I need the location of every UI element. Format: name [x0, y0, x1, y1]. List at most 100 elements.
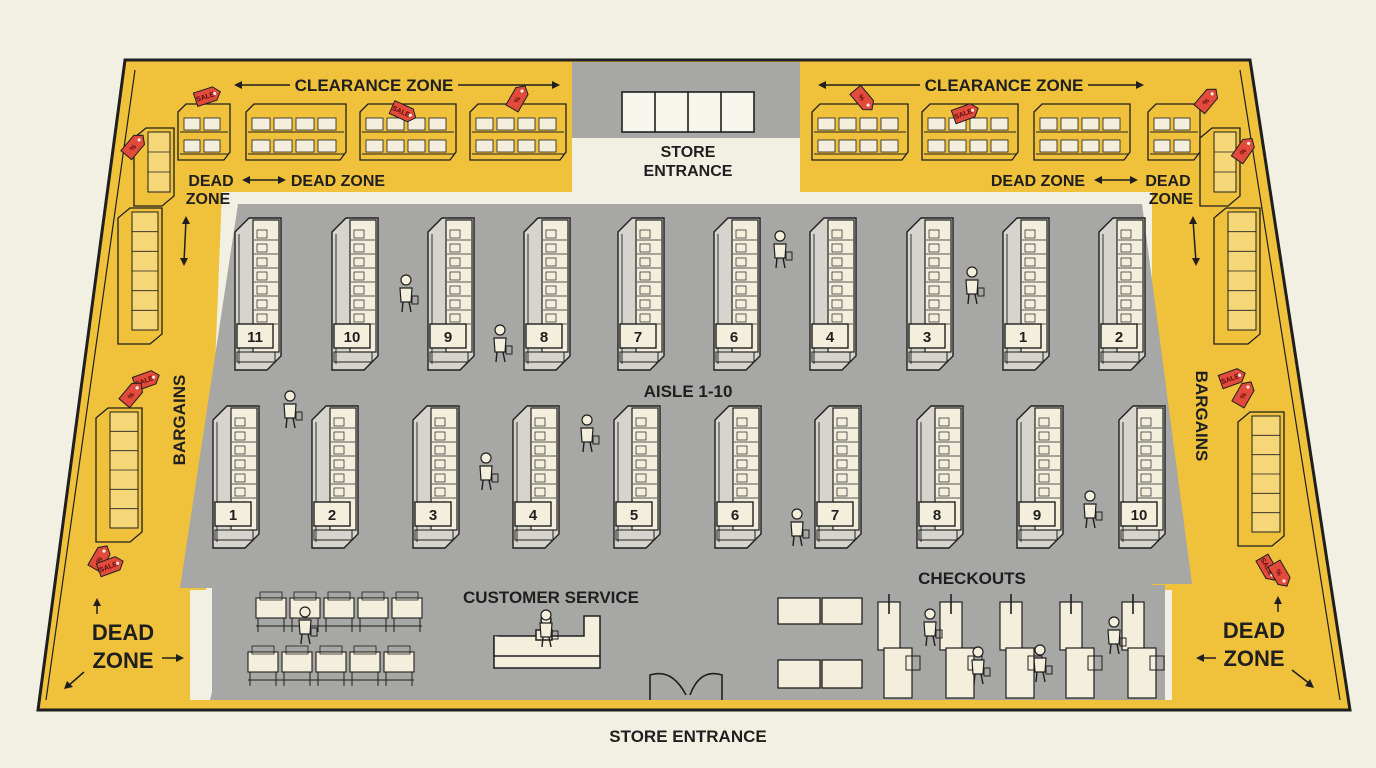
- aisle-number: 10: [1131, 507, 1148, 524]
- merchandise-bins: [247, 591, 423, 686]
- dead-zone-arrows-top: [183, 219, 1197, 263]
- sale-tag-5: SALE: [950, 103, 979, 125]
- svg-text:%: %: [1239, 391, 1249, 401]
- svg-text:%: %: [127, 391, 137, 401]
- shopper-14: [1033, 644, 1053, 683]
- shopper-6: [580, 414, 600, 453]
- bargains-right-label: BARGAINS: [1192, 371, 1211, 462]
- shopper-11: [539, 609, 559, 648]
- aisle-number: 1: [1019, 329, 1027, 346]
- aisle-number: 6: [730, 329, 738, 346]
- shopper-8: [1083, 490, 1103, 529]
- top-entrance-label-2: ENTRANCE: [644, 163, 733, 180]
- shopper-7: [479, 452, 499, 491]
- checkout-lane-3: [999, 594, 1043, 699]
- clearance-left-label: CLEARANCE ZONE: [295, 76, 454, 95]
- clearance-shelf-4: [469, 103, 567, 161]
- aisle-number: 6: [731, 507, 739, 524]
- sale-tag-8: %: [1230, 137, 1255, 165]
- sale-tag-13: %: [87, 545, 111, 573]
- checkout-lanes: [877, 594, 1165, 699]
- aisle-number: 11: [247, 329, 263, 346]
- aisle-number: 2: [328, 507, 336, 524]
- top-entrance-label: STORE: [661, 144, 716, 161]
- bottom-entrance-label: STORE ENTRANCE: [609, 727, 766, 746]
- dead-zone-bl-2: ZONE: [92, 648, 153, 673]
- aisle-number: 2: [1115, 329, 1123, 346]
- dead-zone-tr-2: ZONE: [1149, 191, 1194, 208]
- checkout-lane-4: [1059, 594, 1103, 699]
- clearance-shelf-5: [811, 103, 909, 161]
- dead-zone-tl-1: DEAD: [188, 173, 233, 190]
- aisle-top-4: 4: [809, 217, 857, 371]
- sale-tag-16: %: [1267, 559, 1291, 587]
- aisle-number: 3: [923, 329, 931, 346]
- aisle-range-label: AISLE 1-10: [644, 382, 733, 401]
- shopper-4: [965, 266, 985, 305]
- svg-text:%: %: [856, 93, 866, 103]
- shopper-1: [399, 274, 419, 313]
- aisle-number: 3: [429, 507, 437, 524]
- shopper-13: [971, 646, 991, 685]
- aisle-bottom-10: 10: [1118, 405, 1166, 549]
- aisle-number: 7: [634, 329, 642, 346]
- shopper-5: [283, 390, 303, 429]
- svg-text:%: %: [129, 143, 139, 153]
- aisle-number: 4: [826, 329, 835, 346]
- aisle-bottom-7: 7: [814, 405, 862, 549]
- aisle-top-6: 6: [713, 217, 761, 371]
- shopper-12: [298, 606, 318, 645]
- clearance-shelf-1: [177, 103, 231, 161]
- side-shelf-left-2: [117, 207, 163, 345]
- dead-zone-br-2: ZONE: [1223, 646, 1284, 671]
- clearance-left: CLEARANCE ZONE: [234, 76, 560, 95]
- dead-zone-tl-label: DEAD ZONE: [291, 173, 386, 190]
- dead-zone-bl-1: DEAD: [92, 620, 154, 645]
- customer-service-label: CUSTOMER SERVICE: [463, 588, 639, 607]
- top-entrance-doors: [621, 91, 755, 133]
- side-shelf-right-1: [1199, 127, 1241, 207]
- side-shelf-right-3: [1237, 411, 1285, 547]
- side-shelf-left-1: [133, 127, 175, 207]
- aisle-shelves: 11 10 9 8 7 6 4 3 1 2 1 2 3 4 5 6 7 8 9 10: [212, 217, 1166, 549]
- clearance-right: CLEARANCE ZONE: [818, 76, 1144, 95]
- clearance-shelves: [177, 103, 1201, 161]
- sale-tag-10: %: [118, 382, 144, 409]
- aisle-bottom-1: 1: [212, 405, 260, 549]
- aisle-top-11: 11: [234, 217, 282, 371]
- bin-row-2: [247, 645, 415, 686]
- aisle-number: 1: [229, 507, 237, 524]
- shopper-9: [790, 508, 810, 547]
- clearance-shelf-3: [359, 103, 457, 161]
- aisle-top-8: 8: [523, 217, 571, 371]
- shopper-3: [773, 230, 793, 269]
- aisle-number: 7: [831, 507, 839, 524]
- dead-zone-tr-label: DEAD ZONE: [991, 173, 1086, 190]
- side-shelf-right-2: [1213, 207, 1261, 345]
- aisle-bottom-9: 9: [1016, 405, 1064, 549]
- bargains-left-label: BARGAINS: [170, 375, 189, 466]
- dead-zone-tl-2: ZONE: [186, 191, 231, 208]
- aisle-number: 8: [933, 507, 941, 524]
- bin-row-1: [255, 591, 423, 632]
- clearance-shelf-8: [1147, 103, 1201, 161]
- aisle-number: 9: [444, 329, 452, 346]
- aisle-number: 5: [630, 507, 638, 524]
- sale-tag-14: SALE: [95, 556, 124, 578]
- produce-crates: [777, 597, 863, 689]
- clearance-right-label: CLEARANCE ZONE: [925, 76, 1084, 95]
- checkouts-label: CHECKOUTS: [918, 569, 1026, 588]
- svg-text:%: %: [1239, 147, 1249, 157]
- clearance-shelf-7: [1033, 103, 1131, 161]
- aisle-number: 4: [529, 507, 538, 524]
- checkout-lane-5: [1121, 594, 1165, 699]
- aisle-bottom-3: 3: [412, 405, 460, 549]
- perimeter-inner-left: [45, 69, 136, 701]
- sale-tag-1: SALE: [192, 86, 221, 107]
- bottom-entrance-doors: [649, 672, 723, 700]
- aisle-top-10: 10: [331, 217, 379, 371]
- checkout-lane-1: [877, 594, 921, 699]
